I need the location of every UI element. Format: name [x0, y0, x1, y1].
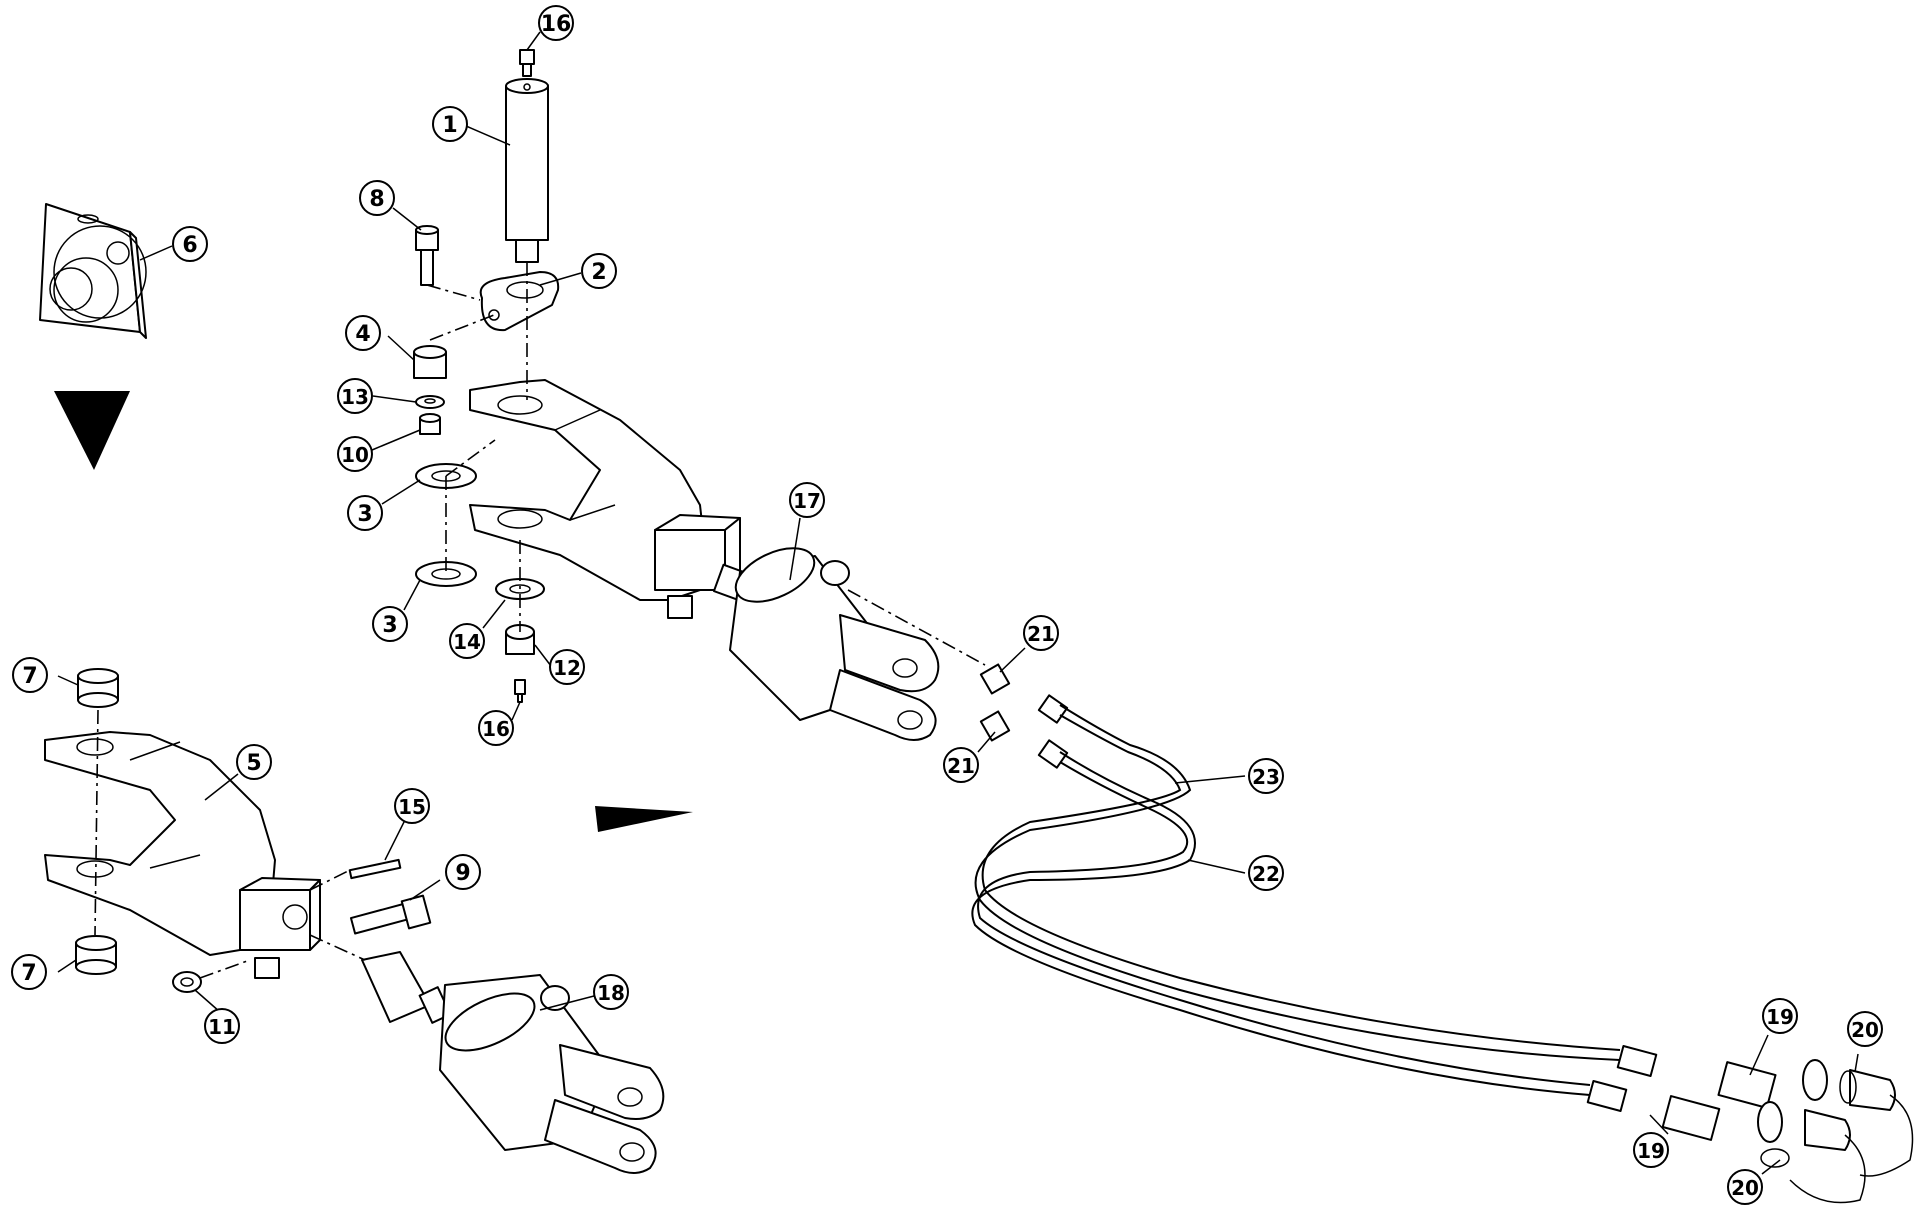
callout-label: 3 [382, 613, 397, 638]
callout-4: 4 [345, 315, 381, 351]
locking-plate [479, 271, 560, 332]
lock-nut [172, 971, 202, 993]
callout-5: 5 [236, 744, 272, 780]
callout-label: 16 [482, 717, 510, 741]
callout-label: 11 [208, 1015, 236, 1039]
callout-21-upper: 21 [1023, 615, 1059, 651]
callout-label: 3 [357, 502, 372, 527]
callout-label: 22 [1252, 862, 1280, 886]
lower-washer-nut [495, 578, 545, 703]
callout-17: 17 [789, 482, 825, 518]
callout-label: 1 [442, 113, 457, 138]
callout-label: 20 [1851, 1018, 1879, 1042]
callout-label: 8 [369, 187, 384, 212]
callout-label: 2 [591, 260, 606, 285]
bolt-9 [349, 894, 432, 935]
lower-hydraulic-cylinder [361, 951, 665, 1174]
callout-label: 21 [1027, 622, 1055, 646]
callout-18: 18 [593, 974, 629, 1010]
callout-3-upper: 3 [347, 495, 383, 531]
callout-label: 19 [1766, 1005, 1794, 1029]
callout-19-lower: 19 [1633, 1132, 1669, 1168]
callout-label: 14 [453, 630, 481, 654]
callout-label: 19 [1637, 1139, 1665, 1163]
callout-6: 6 [172, 226, 208, 262]
callout-15: 15 [394, 788, 430, 824]
callout-label: 7 [22, 664, 37, 689]
roll-pin [348, 858, 402, 880]
callout-10: 10 [337, 436, 373, 472]
hydraulic-hoses [971, 704, 1621, 1096]
callout-1: 1 [432, 106, 468, 142]
callout-19-upper: 19 [1762, 998, 1798, 1034]
callout-2: 2 [581, 253, 617, 289]
callout-14: 14 [449, 623, 485, 659]
callout-label: 23 [1252, 765, 1280, 789]
callout-9: 9 [445, 854, 481, 890]
callout-label: 10 [341, 443, 369, 467]
callout-label: 15 [398, 795, 426, 819]
dust-caps [1760, 1069, 1914, 1204]
pivot-pin [505, 49, 549, 263]
callout-13: 13 [337, 378, 373, 414]
callout-label: 4 [355, 322, 370, 347]
callout-label: 16 [541, 12, 572, 37]
quick-couplers [1586, 1044, 1828, 1143]
bolt-8 [415, 225, 439, 286]
callout-20-lower: 20 [1727, 1169, 1763, 1205]
callout-3-lower: 3 [372, 606, 408, 642]
callout-8: 8 [359, 180, 395, 216]
callout-label: 12 [553, 656, 581, 680]
callout-20-upper: 20 [1847, 1011, 1883, 1047]
callout-label: 13 [341, 385, 369, 409]
callout-label: 6 [182, 233, 197, 258]
callout-label: 5 [246, 751, 261, 776]
leader-lines [57, 31, 1859, 1175]
callout-label: 21 [947, 754, 975, 778]
callout-label: 17 [793, 489, 821, 513]
callout-16-top: 16 [538, 5, 574, 41]
upper-hydraulic-cylinder [712, 547, 940, 741]
direction-arrow-right [595, 806, 693, 832]
assembly-lines [94, 262, 986, 979]
callout-12: 12 [549, 649, 585, 685]
lower-yoke-arm [44, 731, 321, 979]
upper-fittings [979, 663, 1069, 769]
callout-label: 20 [1731, 1176, 1759, 1200]
callout-23: 23 [1248, 758, 1284, 794]
spacer-washer-nut [413, 345, 447, 435]
callout-label: 7 [21, 961, 36, 986]
seal-kit-card [39, 203, 147, 339]
direction-arrow-down [54, 391, 130, 470]
callout-16-bottom: 16 [478, 710, 514, 746]
callout-label: 9 [455, 861, 470, 886]
bushings [75, 668, 119, 975]
callout-7-bottom: 7 [11, 954, 47, 990]
callout-label: 18 [597, 981, 625, 1005]
callout-11: 11 [204, 1008, 240, 1044]
callout-7-top: 7 [12, 657, 48, 693]
callout-22: 22 [1248, 855, 1284, 891]
callout-21-lower: 21 [943, 747, 979, 783]
